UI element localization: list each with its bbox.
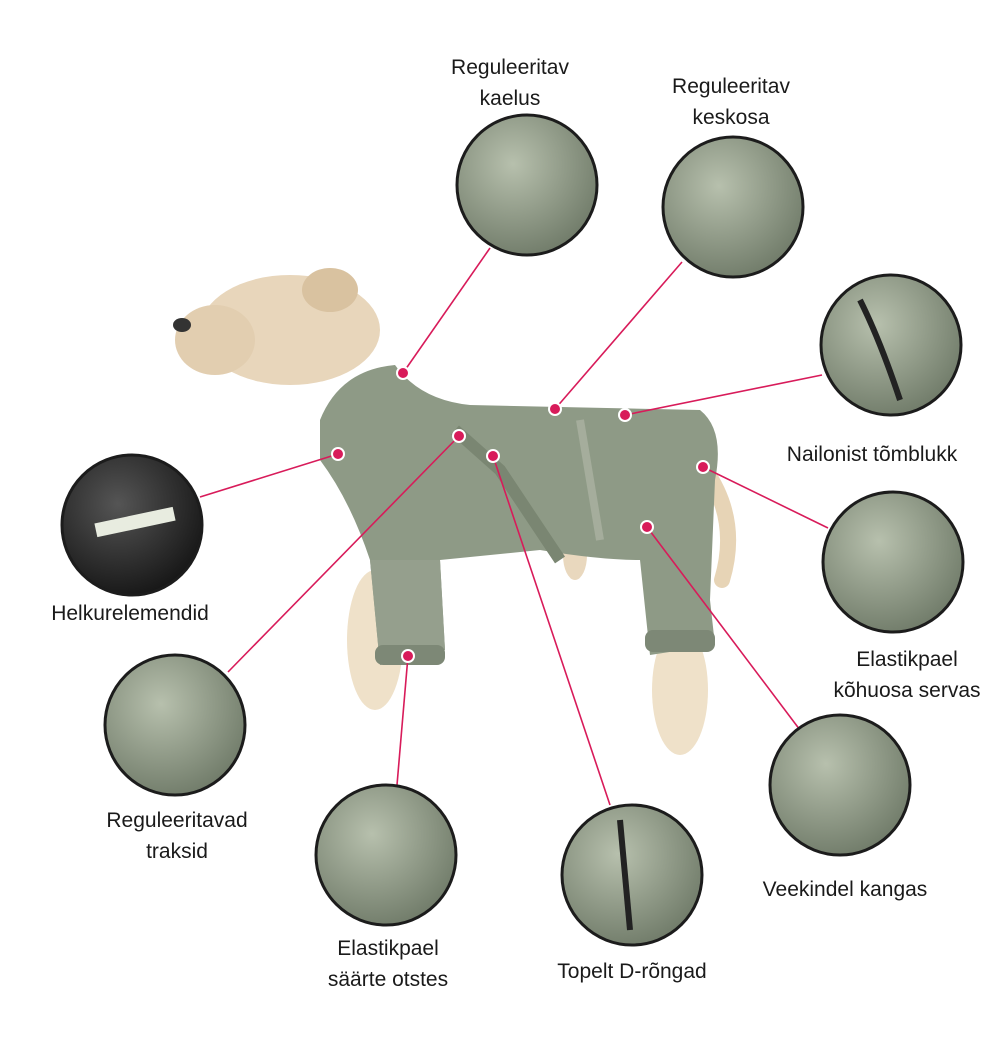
label-line: Reguleeritav (672, 75, 790, 98)
label-reflective: Helkurelemendid (51, 598, 209, 629)
label-line: Reguleeritav (451, 56, 569, 79)
label-neck: Reguleeritav kaelus (451, 52, 569, 114)
leader-lines (199, 247, 829, 806)
label-belly: Elastikpael kõhuosa servas (833, 644, 980, 706)
label-line: Reguleeritavad (106, 809, 248, 832)
label-straps: Reguleeritavad traksid (106, 805, 247, 867)
label-line: kõhuosa servas (833, 679, 981, 702)
label-line: säärte otstes (327, 968, 449, 991)
label-line: traksid (146, 840, 208, 863)
label-line: Elastikpael (856, 648, 958, 671)
label-line: keskosa (692, 106, 770, 129)
dog (173, 268, 737, 755)
label-cuffs: Elastikpael säärte otstes (328, 933, 448, 995)
label-zipper: Nailonist tõmblukk (787, 439, 957, 470)
label-waist: Reguleeritav keskosa (672, 71, 790, 133)
label-line: Veekindel kangas (762, 878, 928, 901)
label-line: Helkurelemendid (51, 602, 209, 625)
label-line: Elastikpael (337, 937, 439, 960)
label-line: Nailonist tõmblukk (786, 443, 958, 466)
label-waterproof: Veekindel kangas (763, 874, 928, 905)
label-line: kaelus (479, 87, 541, 110)
hotspot-dots (331, 366, 710, 663)
label-line: Topelt D-rõngad (557, 960, 707, 983)
detail-circles (60, 113, 965, 947)
label-dring: Topelt D-rõngad (557, 956, 706, 987)
